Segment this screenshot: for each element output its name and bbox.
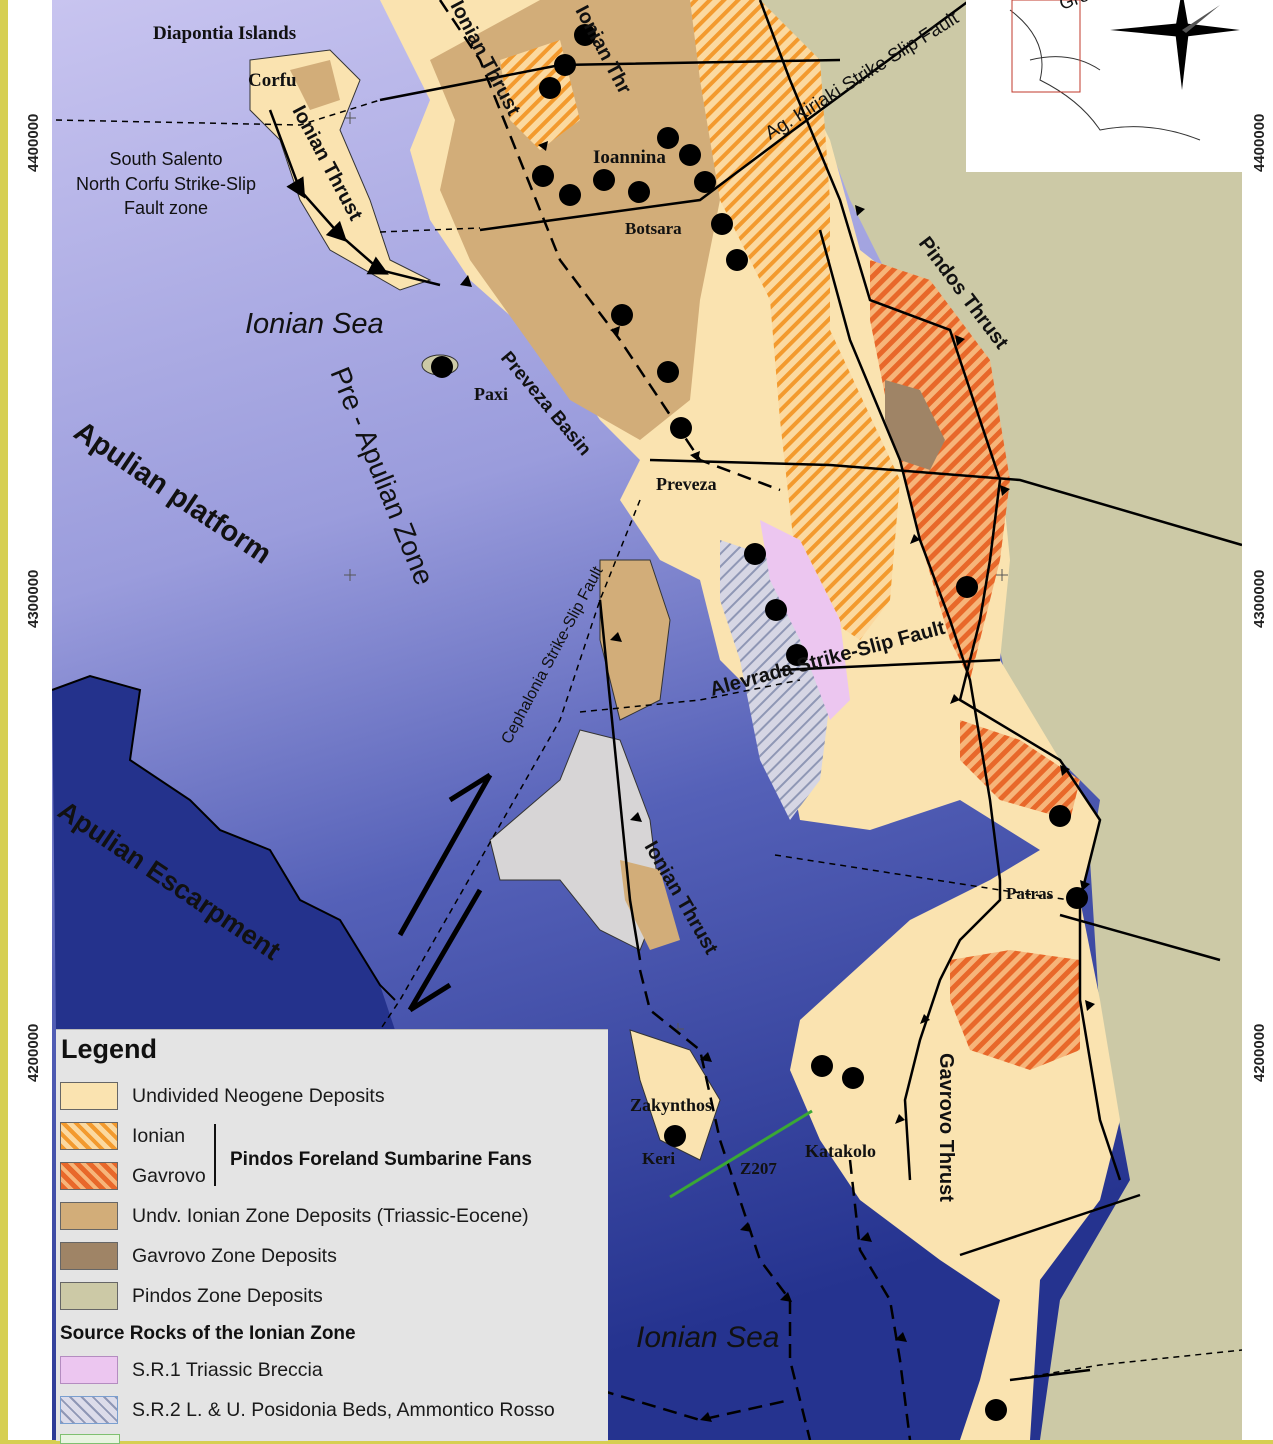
coord-right-mid-frame: 4300000 bbox=[1251, 570, 1268, 628]
coord-right-bottom-frame: 4200000 bbox=[1251, 1024, 1268, 1082]
swatch-undv-ionian bbox=[60, 1202, 118, 1230]
legend-label-sr1: S.R.1 Triassic Breccia bbox=[132, 1358, 323, 1381]
label-south-salento: South Salento bbox=[109, 149, 222, 169]
label-paxi: Paxi bbox=[474, 384, 508, 404]
ionian-fan-area bbox=[690, 0, 900, 640]
coord-left-mid-frame: 4300000 bbox=[25, 570, 42, 628]
gavrovo-fan-area-mid bbox=[960, 720, 1080, 820]
label-corfu: Corfu bbox=[248, 70, 297, 91]
swatch-sr1 bbox=[60, 1356, 118, 1384]
legend-item-gavrovo-zone: Gavrovo Zone Deposits bbox=[60, 1240, 337, 1272]
label-zakynthos: Zakynthos bbox=[630, 1095, 712, 1115]
gavrovo-zone-area bbox=[885, 380, 945, 470]
label-ionian-sea-s: Ionian Sea bbox=[636, 1321, 779, 1354]
pindos-zone-area bbox=[745, 0, 1242, 1440]
solid-faults bbox=[379, 0, 1243, 1382]
legend-title: Legend bbox=[61, 1034, 158, 1064]
sr1-area bbox=[760, 520, 850, 720]
legend-item-gavrovo: Gavrovo bbox=[60, 1160, 206, 1192]
legend-label-ionian: Ionian bbox=[132, 1124, 186, 1147]
left-frame bbox=[8, 0, 52, 1440]
legend-panel: Legend Undivided Neogene Deposits Ionian… bbox=[56, 1029, 608, 1444]
legend-brace bbox=[214, 1124, 224, 1186]
legend-label-undv-ionian: Undv. Ionian Zone Deposits (Triassic-Eoc… bbox=[132, 1204, 529, 1227]
strike-slip-faults bbox=[55, 99, 1243, 1381]
label-gavrovo-thrust: Gavrovo Thrust bbox=[935, 1053, 957, 1202]
legend-label-pindos-zone: Pindos Zone Deposits bbox=[132, 1284, 323, 1307]
legend-group-label: Pindos Foreland Sumbarine Fans bbox=[230, 1149, 532, 1170]
legend-label-sr2: S.R.2 L. & U. Posidonia Beds, Ammontico … bbox=[132, 1398, 555, 1421]
label-patras: Patras bbox=[1006, 884, 1054, 903]
legend-item-pindos-zone: Pindos Zone Deposits bbox=[60, 1280, 323, 1312]
legend-label-gavrovo: Gavrovo bbox=[132, 1164, 206, 1187]
legend-item-undv-ionian: Undv. Ionian Zone Deposits (Triassic-Eoc… bbox=[60, 1200, 529, 1232]
seismic-line-z207 bbox=[669, 1109, 813, 1199]
legend-item-sr1: S.R.1 Triassic Breccia bbox=[60, 1354, 323, 1386]
coord-left-top-frame: 4400000 bbox=[25, 114, 42, 172]
thrust-barbs bbox=[460, 141, 1095, 1422]
gavrovo-fan-area-south bbox=[950, 950, 1080, 1070]
legend-item-neogene: Undivided Neogene Deposits bbox=[60, 1080, 385, 1112]
corfu-ionian bbox=[290, 60, 340, 110]
label-ionian-sea-n: Ionian Sea bbox=[245, 308, 384, 340]
swatch-sr2 bbox=[60, 1396, 118, 1424]
swatch-ionian bbox=[60, 1122, 118, 1150]
label-katakolo: Katakolo bbox=[805, 1141, 876, 1161]
legend-label-gavrovo-zone: Gavrovo Zone Deposits bbox=[132, 1244, 337, 1267]
swatch-gavrovo-zone bbox=[60, 1242, 118, 1270]
grid-crosses bbox=[344, 112, 1008, 1035]
right-frame bbox=[1242, 0, 1273, 1440]
legend-section-title: Source Rocks of the Ionian Zone bbox=[60, 1323, 356, 1344]
north-arrow-icon bbox=[1110, 0, 1240, 90]
coord-left-bottom-frame: 4200000 bbox=[25, 1024, 42, 1082]
label-preveza: Preveza bbox=[656, 474, 717, 494]
left-yellow-border bbox=[0, 0, 8, 1440]
sample-points bbox=[431, 24, 1088, 1421]
kefalonia-island bbox=[599, 559, 671, 721]
swatch-sr3-partial bbox=[60, 1434, 120, 1444]
coord-right-top-frame: 4400000 bbox=[1251, 114, 1268, 172]
thrust-lines bbox=[268, 0, 1122, 1440]
legend-label-neogene: Undivided Neogene Deposits bbox=[132, 1084, 385, 1107]
label-botsara: Botsara bbox=[625, 219, 682, 238]
legend-item-ionian: Ionian bbox=[60, 1120, 185, 1152]
inset-map: Gre bbox=[966, 0, 1242, 172]
swatch-neogene bbox=[60, 1082, 118, 1110]
legend-item-sr2: S.R.2 L. & U. Posidonia Beds, Ammontico … bbox=[60, 1394, 555, 1426]
label-ioannina: Ioannina bbox=[593, 147, 666, 168]
escarpment-line bbox=[51, 674, 396, 1001]
undv-ionian-area bbox=[430, 0, 740, 440]
swatch-pindos-zone bbox=[60, 1282, 118, 1310]
label-north-corfu: North Corfu Strike-Slip bbox=[76, 174, 256, 194]
swatch-gavrovo bbox=[60, 1162, 118, 1190]
label-fault-zone: Fault zone bbox=[124, 198, 208, 218]
gavrovo-fan-area bbox=[870, 260, 1010, 680]
label-keri: Keri bbox=[642, 1149, 675, 1168]
zakynthos-island bbox=[629, 1029, 721, 1161]
deep-sea-area bbox=[52, 676, 395, 1030]
label-z207: Z207 bbox=[740, 1159, 777, 1178]
label-diapontia: Diapontia Islands bbox=[153, 23, 296, 44]
ithaca-strip bbox=[620, 860, 680, 950]
slip-arrows bbox=[397, 772, 493, 1013]
